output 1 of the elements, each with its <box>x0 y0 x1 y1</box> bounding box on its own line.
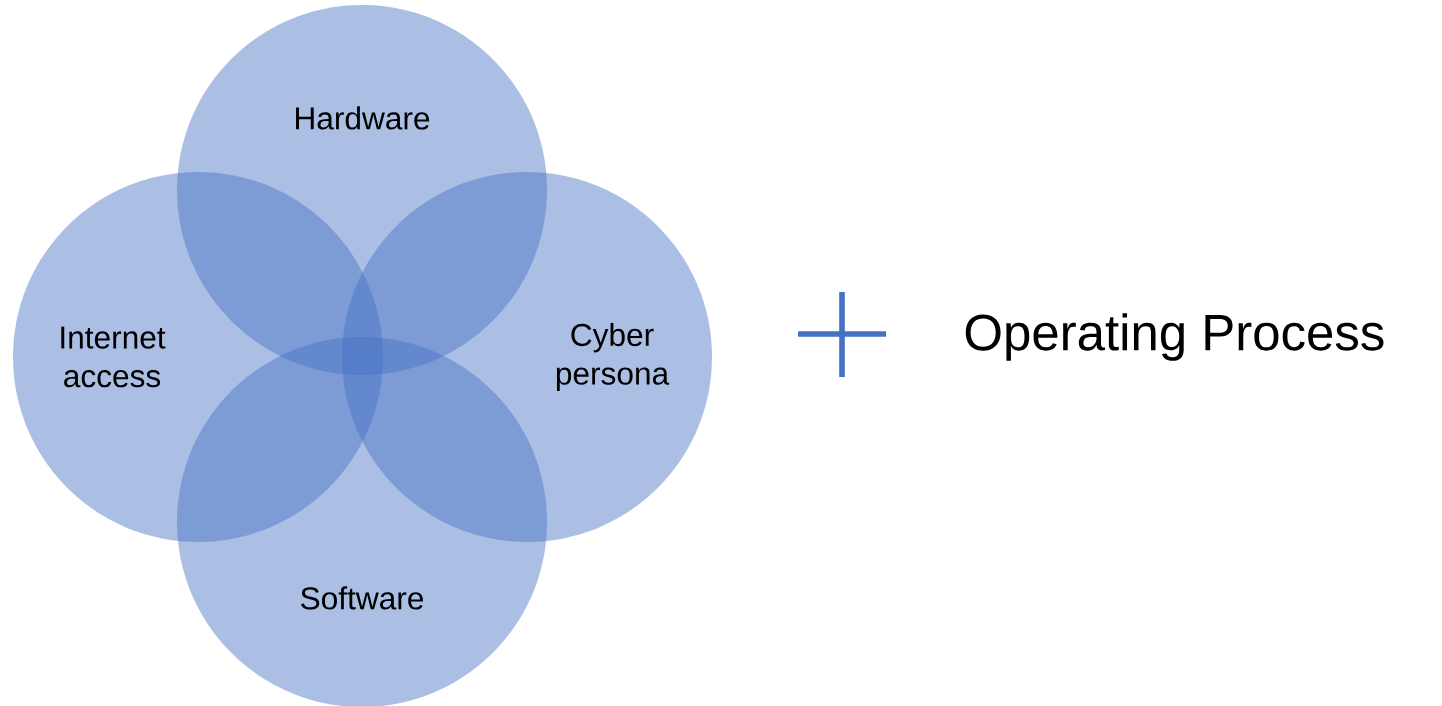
label: Operating Process <box>965 313 1384 361</box>
